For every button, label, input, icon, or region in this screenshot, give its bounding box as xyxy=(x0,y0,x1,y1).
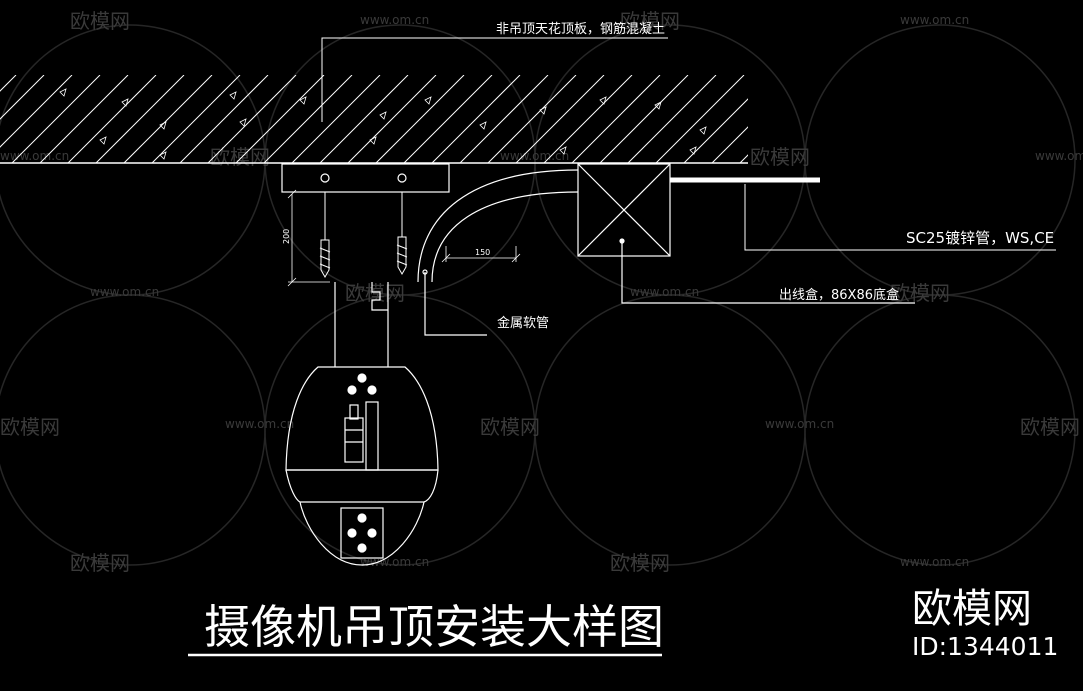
watermark-url: www.om.cn xyxy=(225,417,294,431)
galvanized-conduit xyxy=(670,177,1056,251)
watermark-url: www.om.cn xyxy=(500,149,569,163)
watermark-brand: 欧模网 xyxy=(210,145,270,169)
watermark-url: www.om.cn xyxy=(765,417,834,431)
watermark-url: www.om.cn xyxy=(360,555,429,569)
dome-camera xyxy=(285,366,439,566)
mounting-bracket xyxy=(281,163,450,193)
hanging-pipe xyxy=(334,282,389,367)
corner-brand: 欧模网 xyxy=(912,586,1032,632)
watermarks: 欧模网 www.om.cn 欧模网 www.om.cn www.om.cn 欧模… xyxy=(0,9,1083,575)
watermark-brand: 欧模网 xyxy=(70,551,130,575)
watermark-brand: 欧模网 xyxy=(750,145,810,169)
flexible-conduit xyxy=(417,169,579,336)
junction-box-label: 出线盒，86X86底盒 xyxy=(779,287,899,303)
watermark-url: www.om.cn xyxy=(1035,149,1083,163)
dimension-200-label: 200 xyxy=(282,229,291,244)
watermark-circles xyxy=(0,24,1076,566)
dimension-150-label: 150 xyxy=(475,248,490,257)
watermark-url: www.om.cn xyxy=(630,285,699,299)
watermark-brand: 欧模网 xyxy=(480,415,540,439)
watermark-brand: 欧模网 xyxy=(345,281,405,305)
watermark-url: www.om.cn xyxy=(360,13,429,27)
watermark-brand: 欧模网 xyxy=(70,9,130,33)
watermark-url: www.om.cn xyxy=(900,555,969,569)
corner-id: ID:1344011 xyxy=(912,632,1058,661)
watermark-url: www.om.cn xyxy=(0,149,69,163)
drawing-title: 摄像机吊顶安装大样图 xyxy=(204,600,664,654)
junction-box xyxy=(577,163,915,304)
ceiling-slab-label: 非吊顶天花顶板，钢筋混凝土 xyxy=(496,21,665,37)
anchor-screws xyxy=(319,192,408,279)
watermark-brand: 欧模网 xyxy=(890,281,950,305)
dimension-200 xyxy=(287,189,330,287)
slab-leader xyxy=(321,37,668,122)
watermark-brand: 欧模网 xyxy=(620,9,680,33)
flexible-conduit-label: 金属软管 xyxy=(497,315,549,331)
watermark-brand: 欧模网 xyxy=(610,551,670,575)
watermark-brand: 欧模网 xyxy=(0,415,60,439)
ceiling-slab xyxy=(0,75,748,164)
dimension-150 xyxy=(441,246,521,263)
watermark-brand: 欧模网 xyxy=(1020,415,1080,439)
watermark-url: www.om.cn xyxy=(900,13,969,27)
watermark-url: www.om.cn xyxy=(90,285,159,299)
conduit-label: SC25镀锌管，WS,CE xyxy=(906,229,1054,247)
